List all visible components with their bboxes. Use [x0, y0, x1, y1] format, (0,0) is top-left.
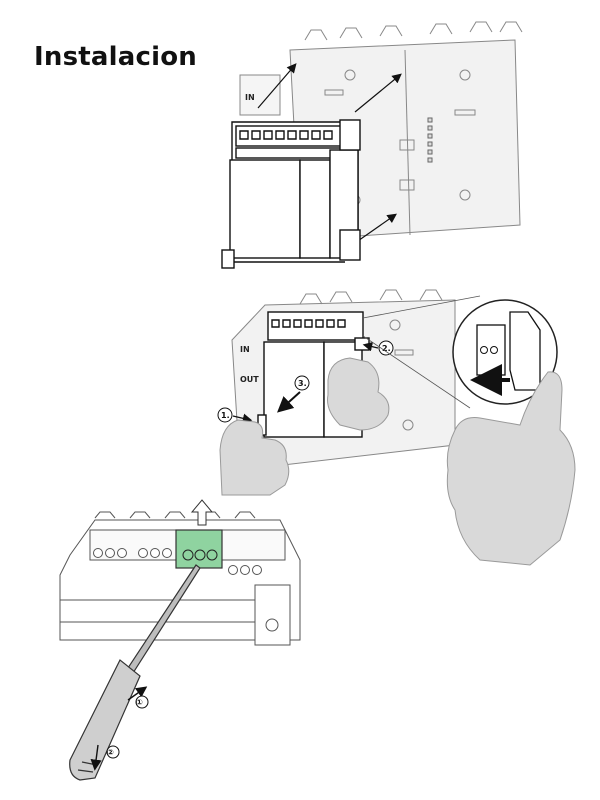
- svg-text:1.: 1.: [221, 411, 230, 420]
- svg-text:3.: 3.: [298, 379, 307, 388]
- rail-led-strip: [427, 117, 433, 163]
- green-connector: [175, 499, 223, 569]
- rail-label-in: IN: [245, 93, 255, 102]
- callout-2: 2.: [362, 340, 394, 356]
- step2-illustration: IN OUT 1. 2. 3.: [217, 289, 576, 566]
- right-hand-small: [327, 357, 390, 431]
- step3-illustration: ① ②: [59, 499, 301, 781]
- screwdriver: [69, 564, 201, 781]
- rail-label-in-2: IN: [240, 345, 250, 354]
- right-hand-large: [446, 371, 576, 566]
- callout-3: 3.: [277, 375, 310, 413]
- callout-1: 1.: [217, 407, 253, 424]
- left-hand: [219, 419, 290, 496]
- rail-label-out-2: OUT: [240, 375, 259, 384]
- callout-circle-2: ②: [90, 744, 120, 771]
- page-title: Instalacion: [34, 42, 197, 72]
- detail-magnifier: [452, 299, 558, 405]
- callout-circle-1: ①: [127, 686, 149, 709]
- meter-module: [221, 119, 361, 269]
- svg-text:②: ②: [107, 748, 114, 757]
- terminal-row: [93, 548, 262, 575]
- svg-text:2.: 2.: [382, 344, 391, 353]
- svg-text:①: ①: [136, 698, 143, 707]
- step1-illustration: IN: [221, 21, 523, 269]
